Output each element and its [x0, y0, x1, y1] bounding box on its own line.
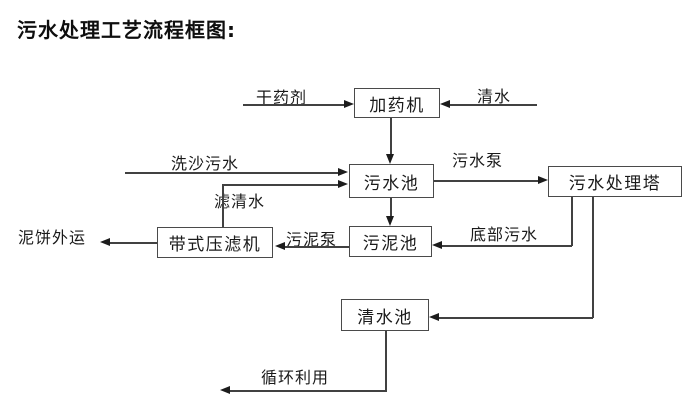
- arrowhead-down-icon: [386, 216, 394, 226]
- flow-line-sewage-pump: [434, 180, 538, 182]
- arrowhead-down-icon: [386, 154, 394, 164]
- flow-label-dry-agent: 干药剂: [256, 88, 308, 107]
- arrowhead-right-icon: [338, 180, 348, 188]
- arrowhead-left-icon: [275, 242, 285, 250]
- flow-line-filtered-water: [222, 184, 338, 186]
- flow-line-tower-to-clean: [438, 317, 593, 319]
- flow-line-dry-agent: [243, 104, 344, 106]
- flow-label-mud-cake-out: 泥饼外运: [18, 228, 87, 247]
- node-dosing-machine: 加药机: [354, 88, 440, 118]
- node-clean-water-pool: 清水池: [341, 299, 429, 331]
- flow-line-mud-cake-out: [109, 242, 157, 244]
- flow-line-recycle: [229, 390, 387, 392]
- flow-label-sand-washing-sewage: 洗沙污水: [171, 154, 240, 173]
- flow-line-filtered-water-vertical: [222, 184, 224, 227]
- flow-label-filtered-water: 滤清水: [214, 192, 266, 211]
- flow-line-sludge-pump: [284, 246, 349, 248]
- arrowhead-left-icon: [429, 313, 439, 321]
- arrowhead-right-icon: [538, 176, 548, 184]
- arrowhead-left-icon: [440, 100, 450, 108]
- arrowhead-left-icon: [220, 386, 230, 394]
- flow-label-recycle: 循环利用: [261, 368, 330, 387]
- flow-line-dosing-to-sewage: [390, 118, 392, 155]
- flow-label-sewage-pump: 污水泵: [452, 151, 504, 170]
- node-sludge-pool: 污泥池: [349, 226, 432, 257]
- arrowhead-right-icon: [344, 100, 354, 108]
- flow-line-clean-water-in: [450, 104, 537, 106]
- arrowhead-left-icon: [100, 238, 110, 246]
- page-title: 污水处理工艺流程框图:: [17, 18, 236, 42]
- arrowhead-right-icon: [338, 168, 348, 176]
- arrowhead-left-icon: [432, 241, 442, 249]
- flow-line-bottom-sewage-vertical: [571, 197, 573, 246]
- flow-line-tower-to-clean-vertical: [592, 197, 594, 318]
- flow-line-sand-washing: [125, 172, 338, 174]
- flow-line-sewage-to-sludge: [390, 198, 392, 217]
- node-sewage-treatment-tower: 污水处理塔: [548, 166, 682, 197]
- node-sewage-pool: 污水池: [349, 164, 434, 198]
- flow-line-bottom-sewage: [441, 245, 572, 247]
- flow-line-recycle-vertical: [385, 331, 387, 391]
- flow-label-bottom-sewage: 底部污水: [470, 225, 539, 244]
- flow-label-sludge-pump: 污泥泵: [286, 230, 338, 249]
- node-belt-filter-press: 带式压滤机: [157, 227, 273, 258]
- flow-label-clean-water-in: 清水: [477, 87, 512, 106]
